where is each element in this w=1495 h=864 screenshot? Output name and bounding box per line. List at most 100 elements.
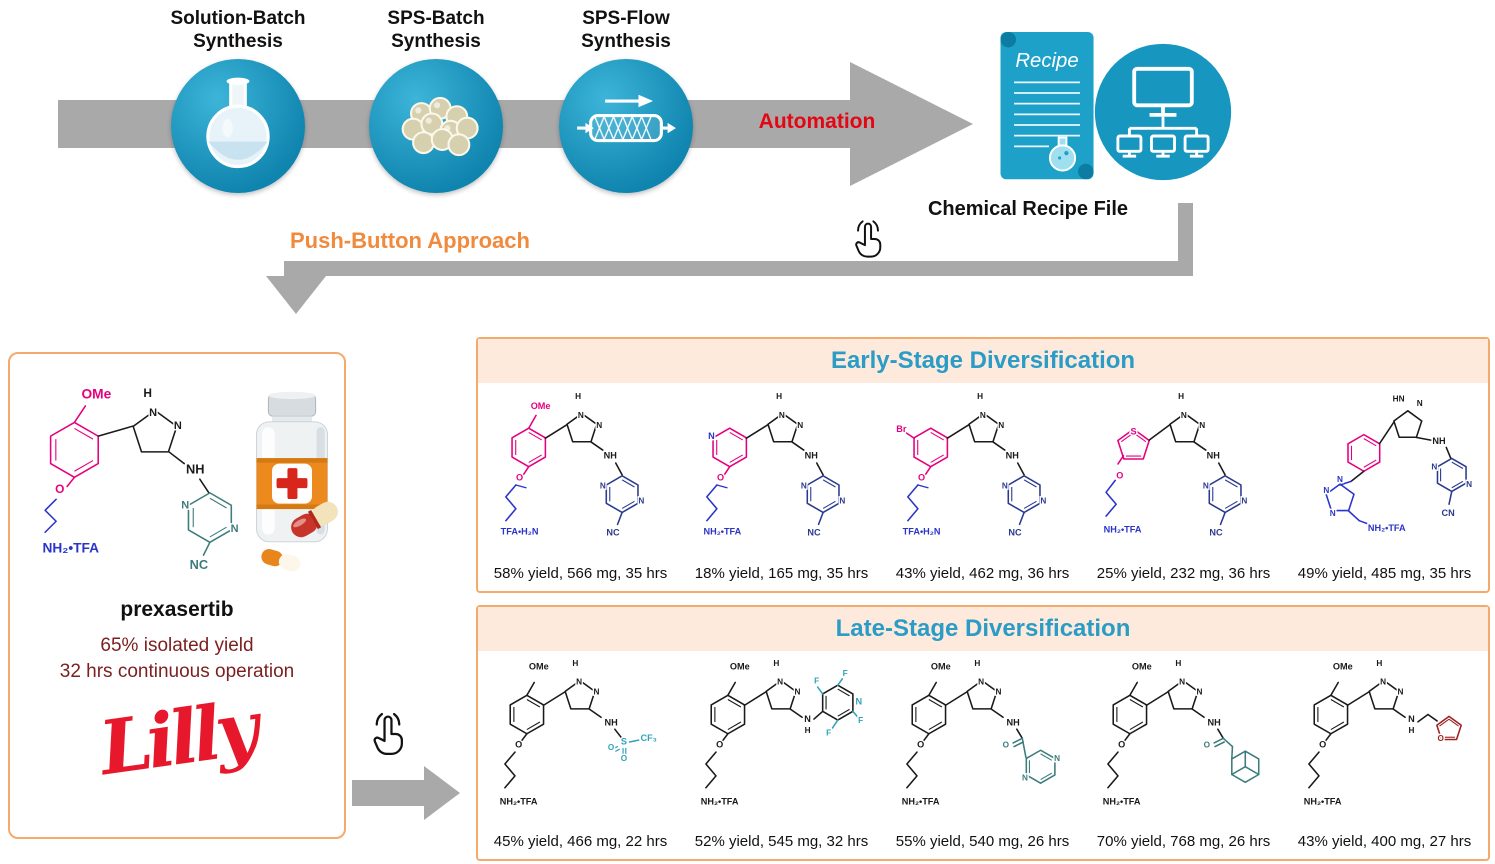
svg-text:N: N — [149, 407, 157, 419]
recipe-scroll-icon: Recipe — [1000, 31, 1094, 180]
svg-text:NH₂•TFA: NH₂•TFA — [1103, 796, 1141, 806]
svg-text:O: O — [1003, 740, 1010, 749]
svg-text:NH: NH — [805, 450, 818, 460]
svg-text:CN: CN — [1442, 508, 1455, 518]
svg-text:N: N — [174, 420, 182, 432]
sps-batch-circle — [369, 59, 503, 193]
svg-text:N: N — [1054, 754, 1060, 763]
svg-text:N: N — [978, 677, 984, 686]
svg-text:OMe: OMe — [931, 662, 951, 672]
capsule-icon — [291, 501, 338, 538]
svg-text:H: H — [977, 392, 983, 401]
solution-batch-circle — [171, 59, 305, 193]
svg-text:N: N — [1466, 480, 1472, 489]
svg-text:S: S — [621, 737, 627, 747]
svg-text:O: O — [717, 472, 724, 482]
sps-flow-circle — [559, 59, 693, 193]
late-stage-header: Late-Stage Diversification — [478, 607, 1488, 651]
svg-text:O: O — [1204, 740, 1211, 749]
svg-text:N: N — [231, 523, 239, 535]
isolated-yield-text: 65% isolated yield — [100, 635, 254, 656]
down-arrow-head — [266, 276, 326, 314]
svg-text:H: H — [773, 659, 779, 668]
svg-text:H: H — [1178, 392, 1184, 401]
svg-text:N: N — [839, 496, 845, 505]
svg-text:S: S — [1130, 427, 1136, 437]
svg-text:N: N — [181, 499, 189, 511]
step-label-line2: Synthesis — [391, 30, 481, 52]
svg-text:N: N — [708, 431, 715, 441]
svg-text:NC: NC — [190, 557, 208, 572]
svg-text:H: H — [143, 386, 152, 400]
packed-flow-reactor-icon — [577, 94, 676, 143]
svg-text:NH₂•TFA: NH₂•TFA — [1368, 523, 1406, 533]
svg-text:N: N — [576, 677, 582, 686]
svg-text:N: N — [1431, 462, 1437, 471]
compound-caption: 45% yield, 466 mg, 22 hrs — [493, 833, 668, 850]
svg-text:N: N — [804, 714, 811, 724]
svg-text:TFA•H₂N: TFA•H₂N — [903, 526, 941, 536]
svg-text:N: N — [594, 687, 600, 696]
svg-text:O: O — [716, 739, 723, 749]
svg-text:NH: NH — [604, 450, 617, 460]
svg-text:F: F — [858, 716, 863, 725]
svg-text:TFA•H₂N: TFA•H₂N — [501, 526, 539, 536]
compound-caption: 49% yield, 485 mg, 35 hrs — [1297, 565, 1472, 582]
svg-text:NC: NC — [1008, 527, 1022, 537]
step-label-line1: SPS-Flow — [582, 8, 670, 29]
svg-text:OMe: OMe — [531, 401, 551, 411]
step-label-line2: Synthesis — [581, 30, 671, 52]
small-capsule-icon — [261, 549, 301, 572]
svg-text:HN: HN — [1393, 395, 1405, 404]
svg-text:N: N — [1337, 475, 1343, 484]
step-label-line1: Solution-Batch — [170, 8, 306, 29]
automation-label: Automation — [758, 110, 876, 133]
svg-text:N: N — [1241, 496, 1247, 505]
computer-network-icon — [1094, 43, 1232, 181]
svg-text:N: N — [996, 687, 1002, 696]
svg-text:NH: NH — [1207, 450, 1220, 460]
drug-name: prexasertib — [120, 598, 234, 621]
click-hand-icon — [855, 220, 882, 258]
svg-text:O: O — [1319, 739, 1326, 749]
svg-text:O: O — [918, 472, 925, 482]
step-label-solution-batch: Solution-Batch Synthesis — [130, 8, 346, 54]
svg-text:N: N — [779, 411, 785, 420]
chemical-recipe-file-label: Chemical Recipe File — [927, 198, 1129, 220]
svg-text:N: N — [1203, 482, 1209, 491]
compound-caption: 58% yield, 566 mg, 35 hrs — [493, 565, 668, 582]
svg-text:NH: NH — [186, 462, 204, 477]
svg-text:H: H — [1175, 659, 1181, 668]
svg-text:N: N — [777, 677, 783, 686]
compound-caption: 70% yield, 768 mg, 26 hrs — [1096, 833, 1271, 850]
connector-vertical-bar — [1178, 203, 1193, 276]
svg-text:OMe: OMe — [730, 662, 750, 672]
svg-text:N: N — [578, 411, 584, 420]
svg-text:O: O — [621, 754, 628, 763]
svg-text:Br: Br — [896, 424, 907, 434]
svg-text:NH₂•TFA: NH₂•TFA — [704, 526, 742, 536]
svg-text:O: O — [608, 743, 615, 752]
compound-caption: 43% yield, 400 mg, 27 hrs — [1297, 833, 1472, 850]
svg-text:N: N — [1197, 687, 1203, 696]
svg-text:N: N — [797, 421, 803, 430]
svg-text:NH₂•TFA: NH₂•TFA — [1104, 525, 1142, 535]
compound-caption: 43% yield, 462 mg, 36 hrs — [895, 565, 1070, 582]
svg-text:H: H — [1376, 659, 1382, 668]
svg-text:NH: NH — [1432, 436, 1445, 446]
svg-text:N: N — [980, 411, 986, 420]
svg-text:N: N — [1323, 486, 1329, 495]
svg-text:F: F — [826, 729, 831, 738]
svg-text:NH₂•TFA: NH₂•TFA — [42, 540, 99, 555]
compound-caption: 52% yield, 545 mg, 32 hrs — [694, 833, 869, 850]
svg-text:N: N — [1179, 677, 1185, 686]
svg-text:H: H — [974, 659, 980, 668]
